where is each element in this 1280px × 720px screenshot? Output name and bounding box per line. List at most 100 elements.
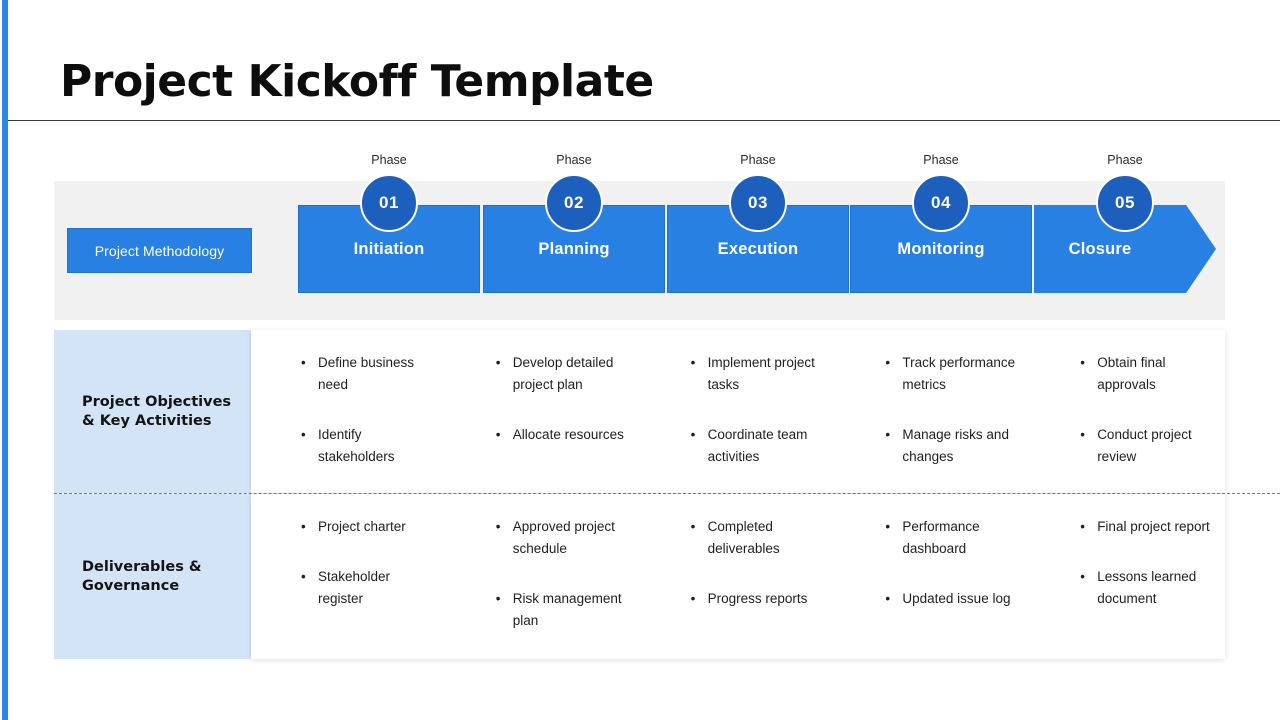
page-title: Project Kickoff Template xyxy=(60,56,654,107)
phase-number-badge: 04 xyxy=(912,174,970,232)
phase-name-label: Closure xyxy=(1068,239,1132,258)
project-methodology-chip[interactable]: Project Methodology xyxy=(67,228,252,273)
row-columns: •Project charter•Stakeholder register•Ap… xyxy=(251,494,1225,659)
row-2-column-2: • Approved project schedule •Risk manageme… xyxy=(446,516,641,659)
list-item: • Final project report xyxy=(1080,516,1215,538)
list-item-text: Coordinate team activities xyxy=(707,426,808,464)
row-1-column-5: • Obtain final approvals • Conduct project … xyxy=(1030,352,1225,493)
row-panel-2: •Project charter•Stakeholder register•Ap… xyxy=(251,494,1225,659)
phase-caption: Phase xyxy=(740,153,776,167)
list-item: • Updated issue log xyxy=(885,588,1020,610)
list-item: • Performance dashboard xyxy=(885,516,1020,560)
row-2-column-5: • Final project report • Lessons learned do… xyxy=(1030,516,1225,659)
row-label-text: Deliverables & Governance xyxy=(82,558,202,594)
phase-name-label: Execution xyxy=(717,239,799,258)
phase-number-badge: 01 xyxy=(360,174,418,232)
row-1-column-4: •Track performance metrics•Manage risks … xyxy=(835,352,1030,493)
row-panel-1: • Define business need • Identify stakehold… xyxy=(251,330,1225,493)
bullet-dot-icon: • xyxy=(690,355,696,370)
list-item: • Lessons learned document xyxy=(1080,566,1215,610)
row-label-2: Deliverables & Governance xyxy=(54,494,251,659)
bullet-dot-icon: • xyxy=(301,568,306,584)
bullet-dot-icon: • xyxy=(301,519,306,534)
bullet-dot-icon: • xyxy=(1080,355,1085,370)
row-1-column-3: • Implement project tasks • Coordinate team… xyxy=(641,352,836,493)
row-2-column-1: •Project charter•Stakeholder register xyxy=(251,516,446,659)
bullet-dot-icon: • xyxy=(690,590,696,606)
list-item: • Allocate resources xyxy=(496,424,631,446)
list-item-text: Conduct project review xyxy=(1097,426,1192,464)
list-item-text: Final project report xyxy=(1097,519,1210,534)
row-columns: • Define business need • Identify stakehold… xyxy=(251,330,1225,493)
list-item-text: Progress reports xyxy=(707,590,808,606)
phase-caption: Phase xyxy=(1107,153,1143,167)
list-item: • Approved project schedule xyxy=(496,516,631,560)
list-item: • Coordinate team activities xyxy=(691,424,826,468)
list-item-text: Completed deliverables xyxy=(707,519,780,556)
phase-number-badge: 03 xyxy=(729,174,787,232)
list-item: • Develop detailed project plan xyxy=(496,352,631,396)
header-divider xyxy=(8,120,1280,121)
bullet-dot-icon: • xyxy=(690,519,696,534)
left-accent-bar xyxy=(2,0,8,720)
bullet-dot-icon: • xyxy=(495,519,501,534)
list-item: • Identify stakeholders xyxy=(301,424,436,468)
list-item-text: Performance dashboard xyxy=(902,519,980,556)
bullet-dot-icon: • xyxy=(1080,519,1085,534)
bullet-dot-icon: • xyxy=(690,426,696,442)
list-item-text: Manage risks and changes xyxy=(902,426,1009,464)
phase-caption: Phase xyxy=(556,153,592,167)
bullet-dot-icon: • xyxy=(301,355,306,370)
list-item-text: Lessons learned document xyxy=(1097,568,1197,606)
list-item-text: Implement project tasks xyxy=(707,355,815,392)
bullet-dot-icon: • xyxy=(885,355,891,370)
bullet-dot-icon: • xyxy=(495,426,501,442)
bullet-dot-icon: • xyxy=(495,355,501,370)
phase-caption: Phase xyxy=(923,153,959,167)
bullet-dot-icon: • xyxy=(495,590,501,606)
bullet-dot-icon: • xyxy=(301,426,306,442)
list-item-text: Approved project schedule xyxy=(512,519,615,556)
list-item: • Project charter xyxy=(301,516,436,538)
list-item-text: Define business need xyxy=(318,355,415,392)
phase-name-label: Monitoring xyxy=(897,239,985,258)
row-1-column-2: • Develop detailed project plan • Allocate … xyxy=(446,352,641,493)
list-item-text: Obtain final approvals xyxy=(1097,355,1166,392)
phase-number-badge: 05 xyxy=(1096,174,1154,232)
phase-box-planning[interactable]: Planning xyxy=(483,205,665,293)
list-item: •Risk management plan xyxy=(496,588,631,632)
row-label-1: Project Objectives & Key Activities xyxy=(54,330,251,493)
phase-name-label: Initiation xyxy=(353,239,425,258)
list-item-text: Updated issue log xyxy=(902,590,1011,606)
row-divider-dashed xyxy=(54,493,1280,494)
list-item: • Manage risks and changes xyxy=(885,424,1020,468)
list-item: • Implement project tasks xyxy=(691,352,826,396)
bullet-dot-icon: • xyxy=(1080,568,1085,584)
bullet-dot-icon: • xyxy=(1080,426,1085,442)
bullet-dot-icon: • xyxy=(885,426,891,442)
list-item: • Progress reports xyxy=(691,588,826,610)
phase-name-label: Planning xyxy=(538,239,610,258)
list-item: • Conduct project review xyxy=(1080,424,1215,468)
bullet-dot-icon: • xyxy=(885,590,891,606)
list-item-text: Project charter xyxy=(318,519,406,534)
phase-number-badge: 02 xyxy=(545,174,603,232)
list-item: •Track performance metrics xyxy=(885,352,1020,396)
list-item: • Obtain final approvals xyxy=(1080,352,1215,396)
phase-caption: Phase xyxy=(371,153,407,167)
bullet-dot-icon: • xyxy=(885,519,891,534)
row-2-column-4: • Performance dashboard • Updated issue log xyxy=(835,516,1030,659)
list-item-text: Allocate resources xyxy=(512,426,624,442)
row-1-column-1: • Define business need • Identify stakehold… xyxy=(251,352,446,493)
list-item: • Completed deliverables xyxy=(691,516,826,560)
list-item-text: Identify stakeholders xyxy=(318,426,395,464)
list-item-text: Develop detailed project plan xyxy=(512,355,614,392)
list-item: • Define business need xyxy=(301,352,436,396)
row-label-text: Project Objectives & Key Activities xyxy=(82,393,232,429)
